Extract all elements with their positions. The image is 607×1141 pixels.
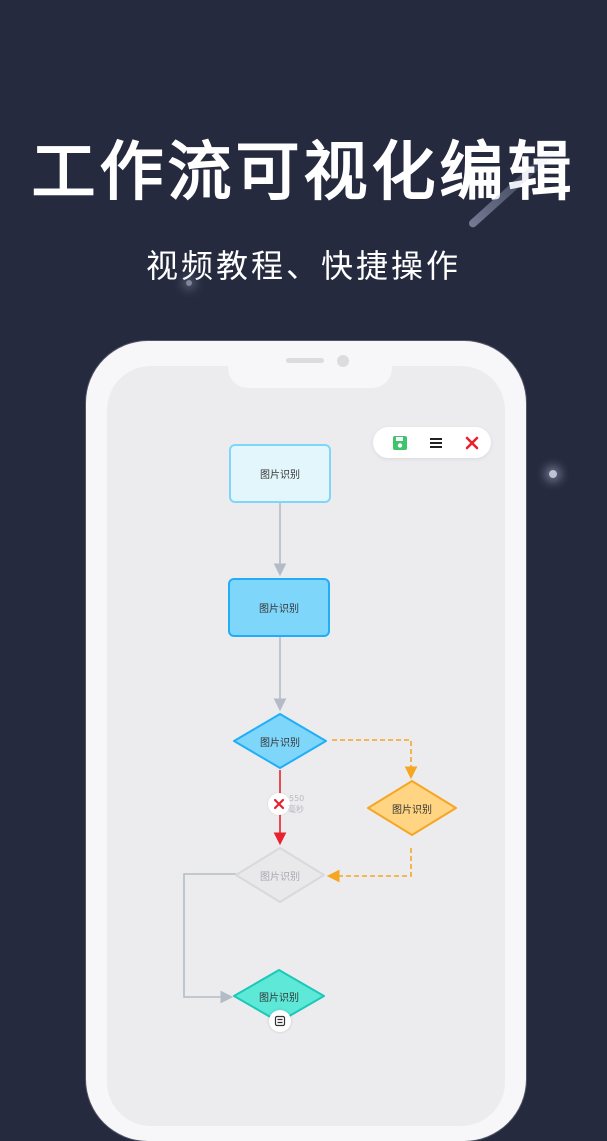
flow-node-5[interactable]: 图片识别 <box>234 846 326 904</box>
glow-dot <box>186 280 192 286</box>
edge-delay-value: 550 <box>289 794 305 803</box>
flow-edges <box>183 503 418 1004</box>
delete-edge-icon[interactable] <box>268 793 290 815</box>
headline-subtitle: 视频教程、快捷操作 <box>145 247 461 285</box>
flow-node-label: 图片识别 <box>260 871 300 883</box>
flow-node-4[interactable]: 图片识别 <box>366 779 458 837</box>
close-icon[interactable] <box>461 432 483 454</box>
node-action-icon[interactable] <box>269 1010 291 1032</box>
flow-node-label: 图片识别 <box>260 737 300 749</box>
glow-dot <box>549 470 557 478</box>
flow-node-label: 图片识别 <box>392 804 432 816</box>
save-icon[interactable] <box>389 432 411 454</box>
flow-node-label: 图片识别 <box>259 604 299 615</box>
flow-node-label: 图片识别 <box>260 470 300 481</box>
edge-delay-unit: 毫秒 <box>288 805 304 814</box>
flow-node-2[interactable]: 图片识别 <box>228 578 330 637</box>
edge-4-5-dashed <box>326 848 412 883</box>
headline-title: 工作流可视化编辑 <box>31 136 576 210</box>
flow-node-label: 图片识别 <box>259 992 299 1004</box>
menu-icon[interactable] <box>425 432 447 454</box>
editor-toolbar <box>373 427 491 458</box>
flow-node-1[interactable]: 图片识别 <box>229 444 331 503</box>
phone-speaker <box>286 358 324 363</box>
phone-camera <box>337 355 349 367</box>
flow-node-3[interactable]: 图片识别 <box>232 712 328 770</box>
edge-5-6 <box>183 873 236 1004</box>
edge-3-4-dashed <box>332 739 418 780</box>
